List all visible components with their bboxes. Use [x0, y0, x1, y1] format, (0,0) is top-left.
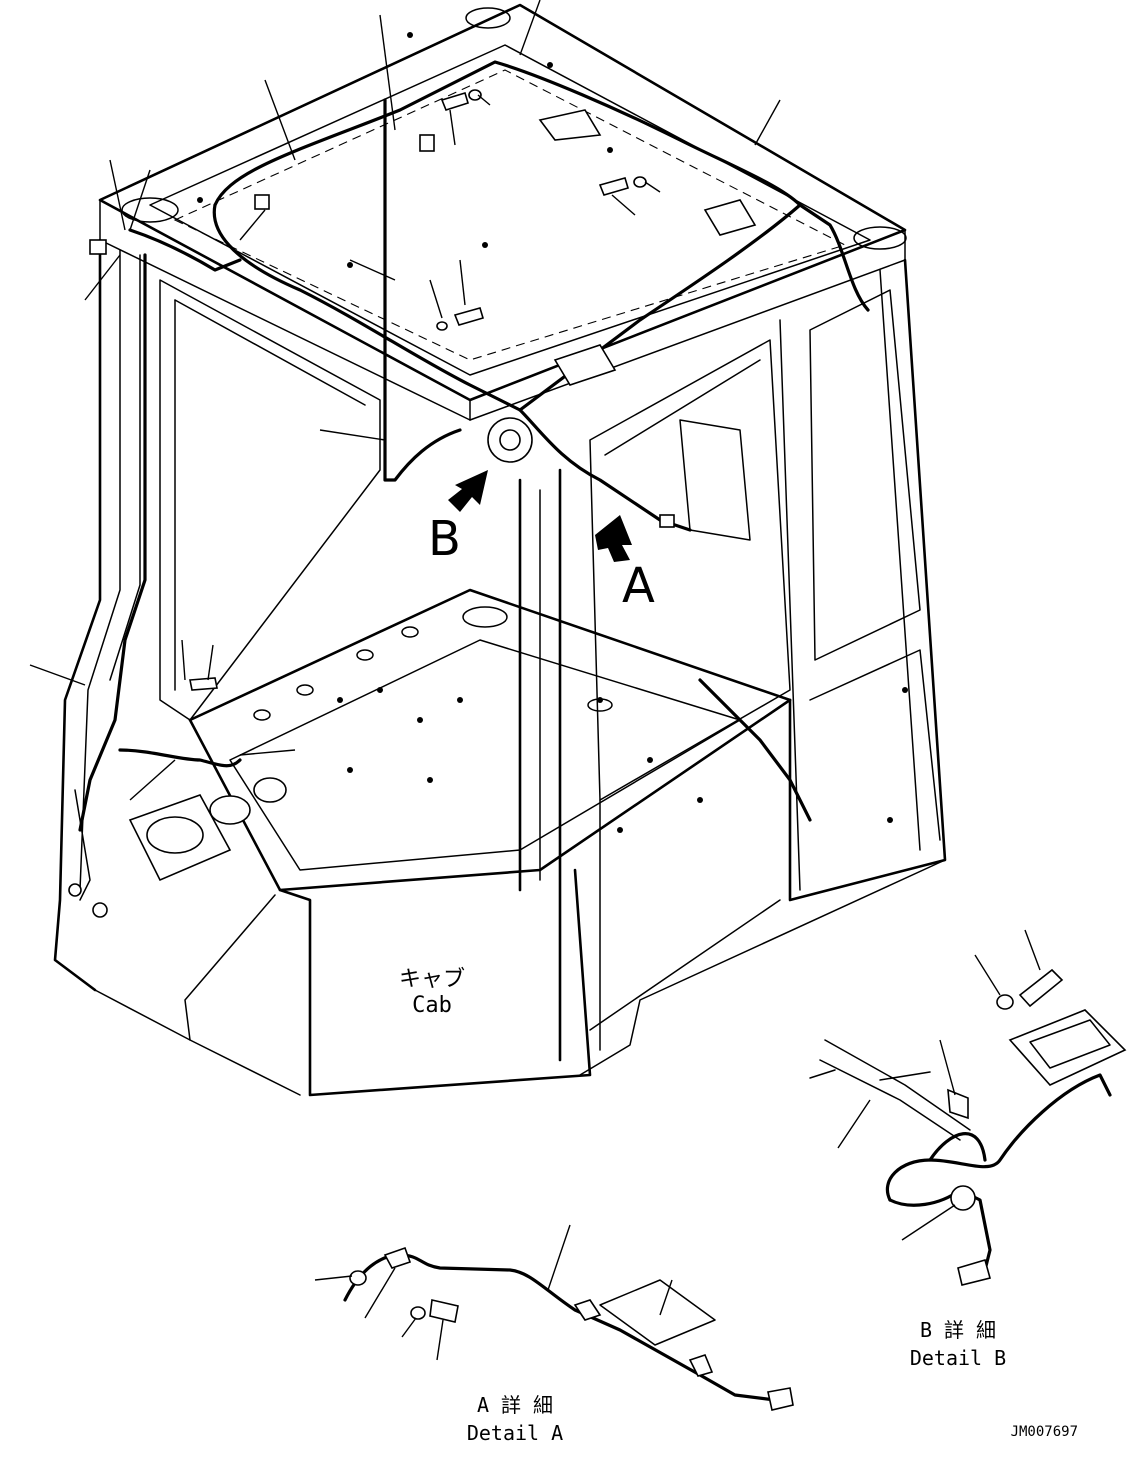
detail-a-en: Detail A: [467, 1421, 563, 1445]
cab-label-jp: キャブ: [399, 967, 465, 992]
detail-b-caption: B 詳 細 Detail B: [910, 1318, 1006, 1370]
view-arrow-b-label: B: [428, 511, 461, 567]
detail-b-en: Detail B: [910, 1346, 1006, 1370]
detail-a-caption: A 詳 細 Detail A: [467, 1393, 563, 1445]
view-arrow-a-label: A: [622, 558, 655, 614]
wiring-harness: [78, 60, 870, 832]
view-arrow-b: B: [428, 470, 488, 567]
cab-label: キャブ Cab: [399, 967, 465, 1018]
view-arrow-a: A: [595, 515, 655, 614]
detail-b-jp: B 詳 細: [920, 1318, 996, 1342]
drawing-id: JM007697: [1011, 1424, 1078, 1440]
detail-b-illustration: [809, 929, 1127, 1286]
leader-lines: [29, 0, 781, 801]
bolts: [189, 89, 647, 691]
cab-frame: [53, 238, 947, 1097]
cab-roof: [98, 3, 907, 421]
detail-a-jp: A 詳 細: [477, 1393, 553, 1417]
cab-label-en: Cab: [412, 993, 452, 1018]
detail-a-illustration: [314, 1224, 794, 1411]
console-components: [68, 777, 287, 918]
